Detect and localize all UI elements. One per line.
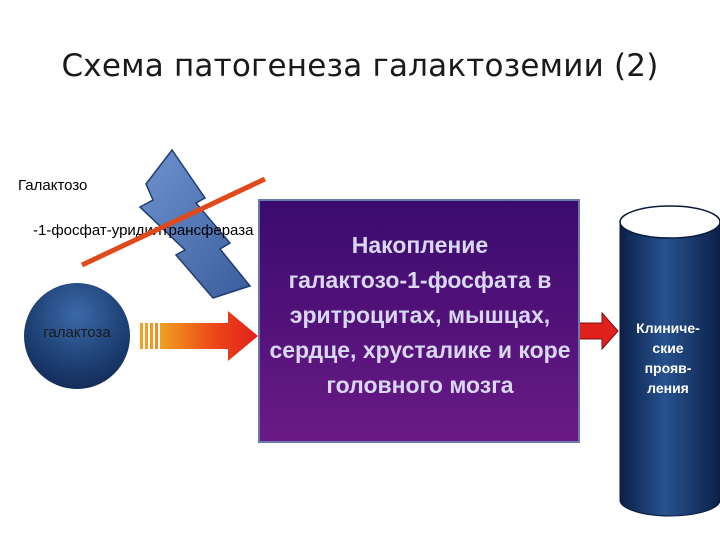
enzyme-block-line [80, 176, 267, 268]
enzyme-label-line2: -1-фосфат-уридилтрансфераза [33, 222, 254, 239]
galactose-label: галактоза [43, 324, 111, 341]
enzyme-label-line1: Галактозо [18, 177, 88, 194]
lightning-bolt-icon [138, 148, 252, 299]
clinical-cylinder [619, 205, 720, 517]
arrow-to-clinical [577, 311, 619, 351]
slide-title: Схема патогенеза галактоземии (2) [61, 48, 659, 84]
galactose-arrow [140, 311, 258, 361]
galactose-circle [24, 283, 130, 389]
accumulation-box [258, 199, 580, 443]
accumulation-text: Накопление галактозо-1-фосфата в эритроц… [269, 232, 571, 398]
clinical-manifestations-text: Клиниче- ские прояв- ления [636, 320, 700, 396]
